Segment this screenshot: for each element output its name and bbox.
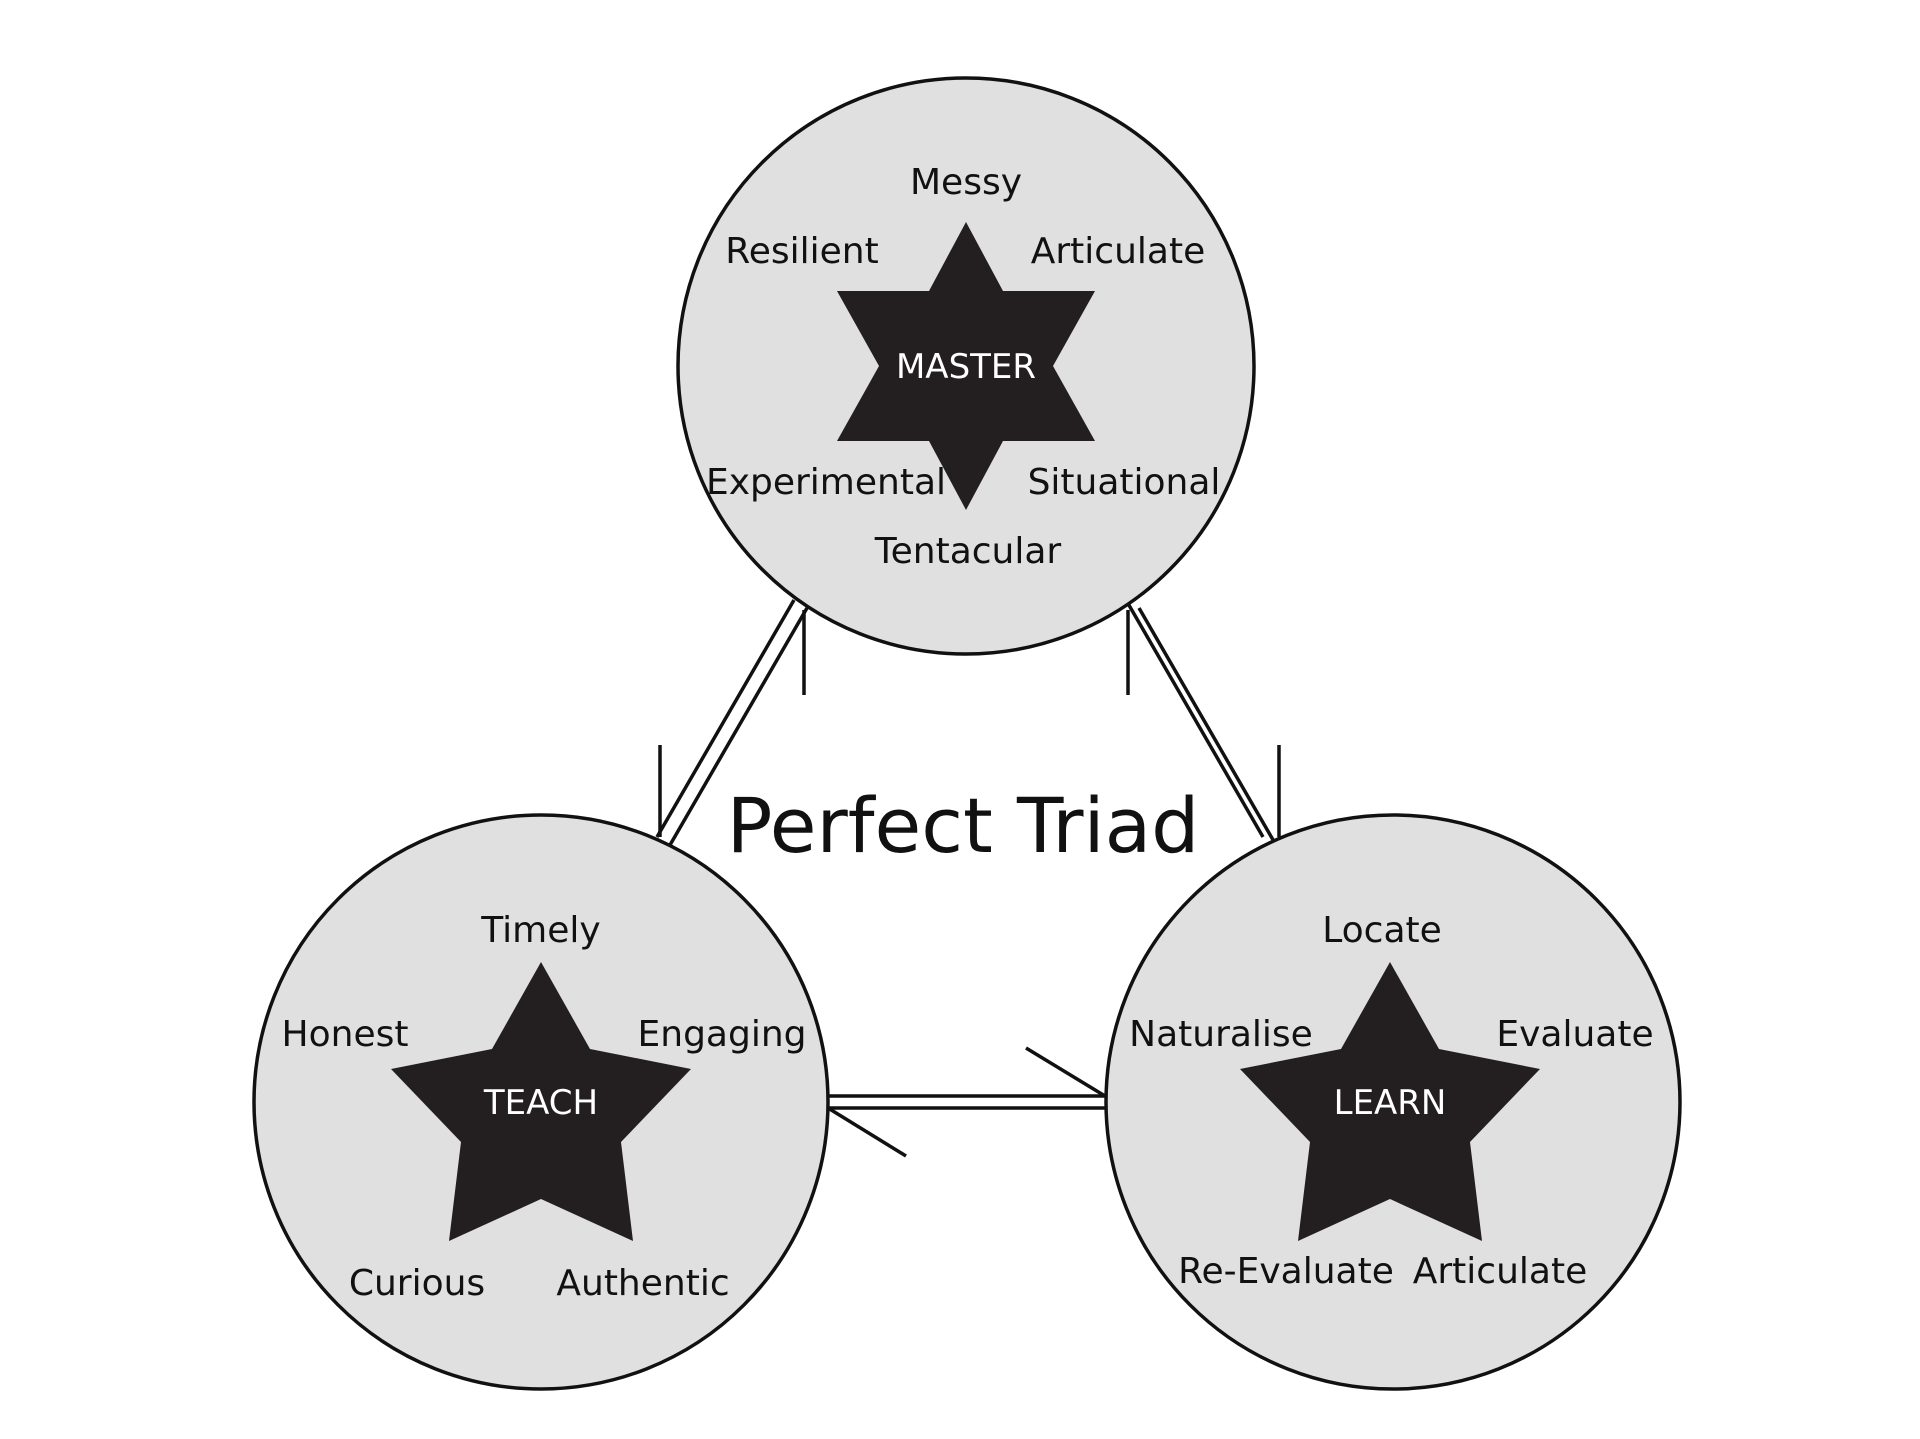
master-label: MASTER	[896, 347, 1036, 387]
master-trait: Experimental	[706, 462, 946, 503]
master-trait: Resilient	[725, 231, 878, 272]
teach-trait: Curious	[349, 1263, 485, 1304]
teach-trait: Authentic	[556, 1263, 729, 1304]
master-hexagram-icon	[837, 222, 1095, 510]
master-trait: Situational	[1028, 462, 1221, 503]
connector-teach-learn	[827, 1046, 1106, 1158]
master-trait: Tentacular	[874, 531, 1062, 572]
master-trait: Messy	[910, 162, 1022, 203]
teach-label: TEACH	[483, 1083, 598, 1123]
learn-trait: Evaluate	[1496, 1014, 1653, 1055]
master-trait: Articulate	[1031, 231, 1205, 272]
learn-node: LEARN Locate Naturalise Evaluate Re-Eval…	[1104, 813, 1682, 1391]
learn-trait: Re-Evaluate	[1178, 1251, 1394, 1292]
teach-trait: Engaging	[638, 1014, 807, 1055]
learn-trait: Naturalise	[1129, 1014, 1313, 1055]
learn-trait: Articulate	[1413, 1251, 1587, 1292]
teach-trait: Honest	[282, 1014, 409, 1055]
connector-master-teach	[655, 599, 809, 846]
learn-label: LEARN	[1334, 1083, 1447, 1123]
teach-node: TEACH Timely Honest Engaging Curious Aut…	[252, 813, 830, 1391]
teach-trait: Timely	[480, 910, 600, 951]
learn-trait: Locate	[1322, 910, 1442, 951]
teach-star-icon	[391, 962, 691, 1241]
master-node: MASTER Messy Resilient Articulate Experi…	[676, 76, 1256, 656]
connector-master-learn	[1124, 599, 1281, 846]
learn-star-icon	[1240, 962, 1540, 1241]
diagram-title: Perfect Triad	[727, 781, 1200, 870]
